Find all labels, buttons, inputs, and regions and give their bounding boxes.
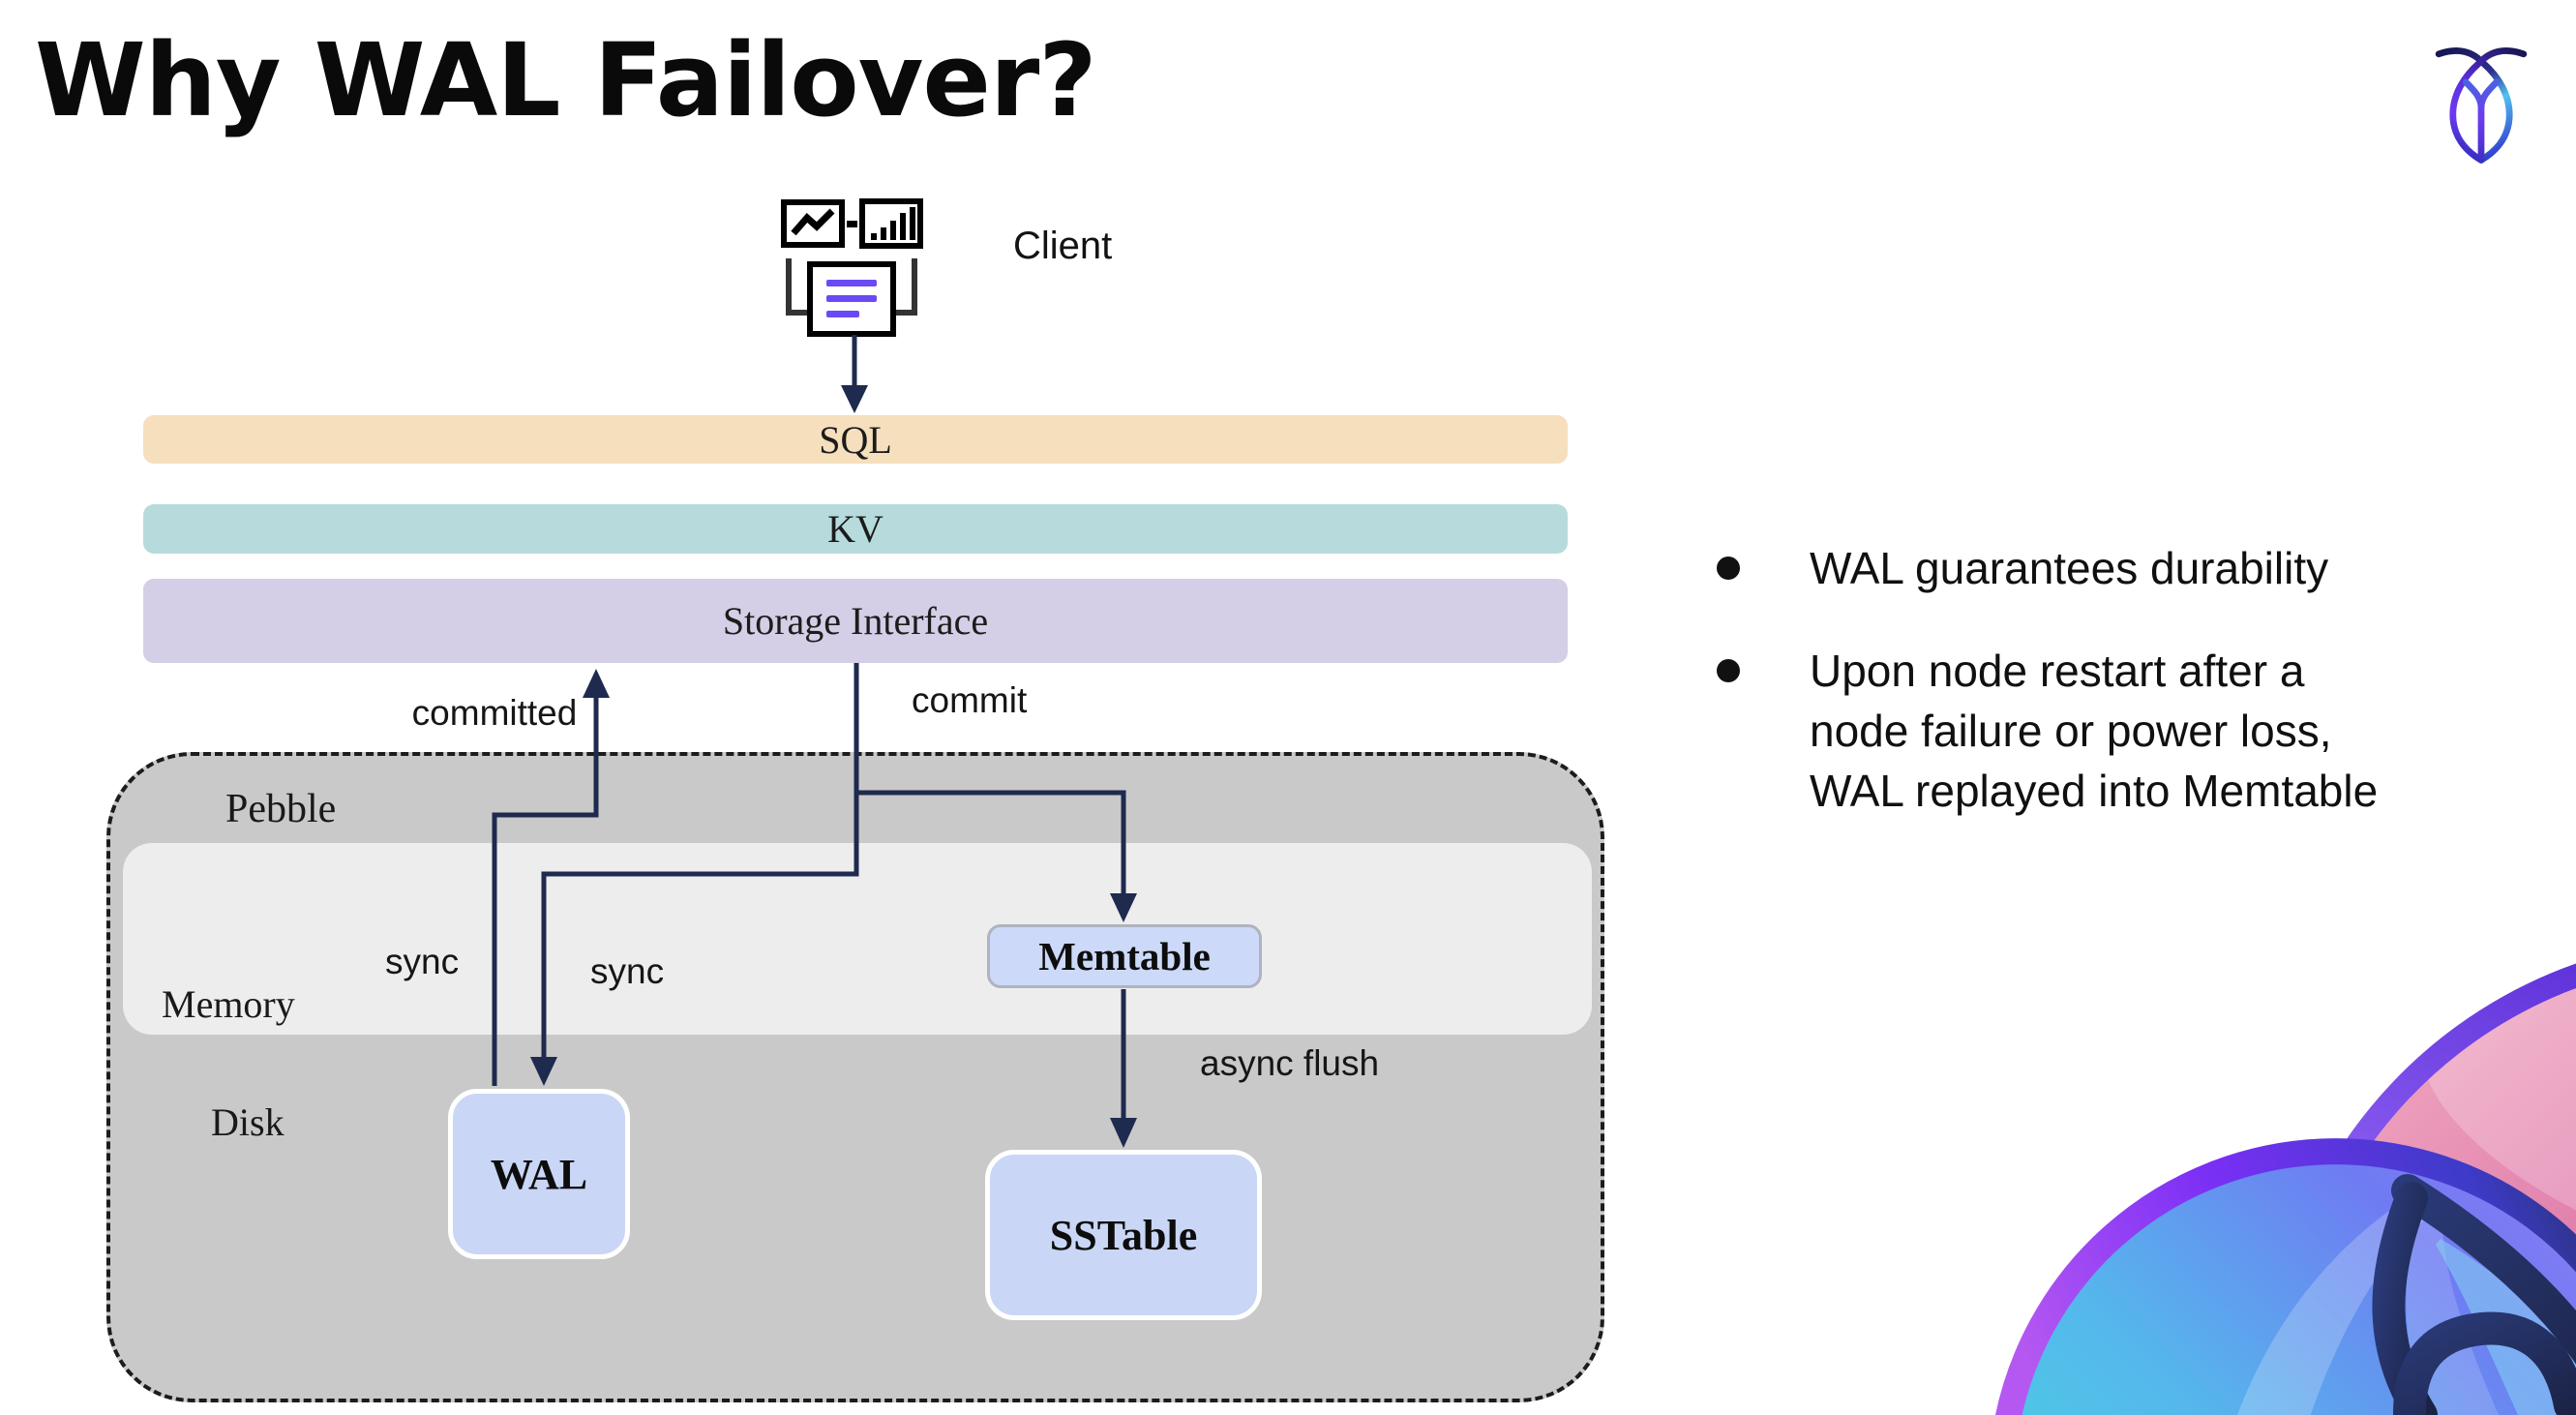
layer-bar-storage-interface: Storage Interface bbox=[143, 579, 1568, 663]
bullet-list: WAL guarantees durability Upon node rest… bbox=[1711, 538, 2495, 821]
edge-label-sync-right: sync bbox=[590, 951, 665, 991]
document-icon bbox=[786, 258, 917, 337]
cockroachdb-logo-icon bbox=[2435, 45, 2528, 165]
line-chart-icon bbox=[781, 199, 845, 248]
layer-label-storage-interface: Storage Interface bbox=[722, 599, 989, 643]
bullet-text: Upon node restart after a node failure o… bbox=[1810, 641, 2378, 821]
bullet-dot bbox=[1717, 557, 1740, 580]
disk-label: Disk bbox=[211, 1100, 285, 1144]
list-item: Upon node restart after a node failure o… bbox=[1711, 641, 2495, 821]
edge-label-committed: committed bbox=[411, 693, 578, 733]
memtable-node: Memtable bbox=[987, 924, 1262, 988]
bullet-line: Upon node restart after a bbox=[1810, 646, 2305, 696]
client-icon bbox=[780, 196, 923, 340]
list-item: WAL guarantees durability bbox=[1711, 538, 2495, 598]
layer-label-kv: KV bbox=[827, 507, 884, 551]
bullet-line: WAL replayed into Memtable bbox=[1810, 766, 2379, 816]
client-label: Client bbox=[1013, 225, 1113, 267]
sstable-node: SSTable bbox=[985, 1150, 1262, 1320]
arrowhead-down-sql bbox=[841, 385, 868, 413]
edge-label-sync-left: sync bbox=[385, 942, 460, 981]
edge-label-commit: commit bbox=[912, 680, 1028, 720]
bullet-text: WAL guarantees durability bbox=[1810, 538, 2328, 598]
bullet-dot bbox=[1717, 659, 1740, 682]
wal-node: WAL bbox=[448, 1089, 630, 1259]
layer-label-sql: SQL bbox=[819, 417, 892, 462]
decorative-sphere-graphic bbox=[1995, 948, 2576, 1415]
bullet-line: node failure or power loss, bbox=[1810, 706, 2332, 756]
dash-connector bbox=[847, 221, 857, 227]
pebble-label: Pebble bbox=[225, 787, 337, 831]
memory-label: Memory bbox=[162, 982, 295, 1026]
memory-band bbox=[123, 843, 1592, 1035]
bar-chart-icon bbox=[859, 198, 923, 249]
wal-label: WAL bbox=[490, 1150, 588, 1198]
bullet-line: WAL guarantees durability bbox=[1810, 543, 2329, 593]
arrowhead-up-committed bbox=[583, 669, 610, 698]
sstable-label: SSTable bbox=[1049, 1211, 1198, 1259]
layer-bar-sql: SQL bbox=[143, 415, 1568, 464]
memtable-label: Memtable bbox=[1038, 934, 1211, 978]
edge-label-async-flush: async flush bbox=[1200, 1043, 1380, 1083]
page-title: Why WAL Failover? bbox=[35, 21, 1097, 139]
layer-bar-kv: KV bbox=[143, 504, 1568, 554]
